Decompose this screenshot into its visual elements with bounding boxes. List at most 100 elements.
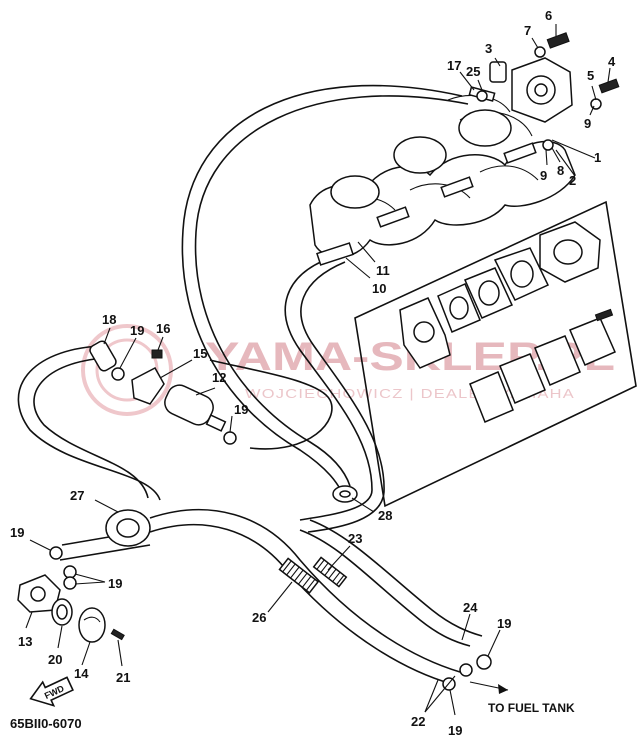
fwd-arrow-icon: FWD — [29, 676, 74, 707]
fuel-hose-loops — [17, 84, 469, 533]
hose-filter-return — [209, 359, 333, 450]
fuel-line-left-a — [59, 544, 151, 561]
kit-gasket-g — [499, 353, 546, 404]
callout-27[interactable]: 27 — [70, 488, 84, 503]
cock-clip-19-b — [63, 565, 77, 579]
pump-washer-5 — [590, 98, 602, 110]
callout-7[interactable]: 7 — [524, 23, 531, 38]
line-clip-19-upper — [476, 654, 492, 670]
pump-screw-4 — [598, 78, 620, 94]
kit-screw — [594, 308, 614, 322]
carburetor-chamber-rear — [458, 109, 512, 147]
callout-20[interactable]: 20 — [48, 652, 62, 667]
pump-bolt-6 — [546, 32, 570, 49]
callout-13[interactable]: 13 — [18, 634, 32, 649]
protector-sleeves — [278, 556, 348, 594]
callout-9-a[interactable]: 9 — [540, 168, 547, 183]
callout-6[interactable]: 6 — [545, 8, 552, 23]
callout-17[interactable]: 17 — [447, 58, 461, 73]
carburetor-assembly — [309, 95, 576, 266]
callout-14[interactable]: 14 — [74, 666, 89, 681]
callout-21[interactable]: 21 — [116, 670, 130, 685]
to-fuel-tank-arrow-icon — [469, 681, 509, 694]
fuel-line-b — [149, 524, 453, 685]
callout-19-a[interactable]: 19 — [130, 323, 144, 338]
grommets — [105, 485, 358, 547]
pump-clip-25 — [476, 90, 488, 102]
filter-holder-15 — [131, 366, 165, 405]
callout-19-b[interactable]: 19 — [234, 402, 248, 417]
hose-loop-upper-inner — [194, 95, 469, 487]
callout-5[interactable]: 5 — [587, 68, 594, 83]
callout-26[interactable]: 26 — [252, 610, 266, 625]
leader-lines — [25, 24, 611, 716]
cock-clip-19-c — [63, 576, 77, 590]
callout-23[interactable]: 23 — [348, 531, 362, 546]
hose-clip-19-right — [223, 431, 237, 445]
fuel-cock-group — [17, 546, 125, 643]
pump-clip-9 — [542, 139, 554, 151]
gasket-kit-panel — [354, 200, 637, 508]
holder-screw-16 — [151, 349, 163, 359]
callout-8[interactable]: 8 — [557, 163, 564, 178]
carburetor-chamber-mid — [393, 136, 447, 174]
kit-gasket-h — [469, 371, 514, 423]
callout-16[interactable]: 16 — [156, 321, 170, 336]
callout-numbers: 1 2 3 4 5 6 7 8 9 9 10 11 12 13 14 15 16… — [10, 8, 616, 738]
filter-hose-18 — [89, 340, 117, 372]
cock-knob-14 — [78, 607, 106, 643]
destination-label: TO FUEL TANK — [488, 701, 575, 715]
callout-15[interactable]: 15 — [193, 346, 207, 361]
hose-loop-upper-outer — [181, 84, 463, 493]
carb-fitting-2 — [440, 176, 474, 198]
pump-washer-7 — [534, 46, 546, 58]
callout-11[interactable]: 11 — [376, 263, 390, 278]
carb-fitting-1 — [503, 142, 537, 164]
callout-3[interactable]: 3 — [485, 41, 492, 56]
callout-9-b[interactable]: 9 — [584, 116, 591, 131]
fuel-pump — [468, 32, 620, 151]
fuel-line-d — [309, 519, 483, 637]
cock-clip-19-a — [49, 546, 63, 560]
hose-left-loop-outer — [17, 345, 161, 501]
callout-19-d[interactable]: 19 — [108, 576, 122, 591]
fuel-line-c — [299, 529, 471, 647]
callout-24[interactable]: 24 — [463, 600, 478, 615]
callout-18[interactable]: 18 — [102, 312, 116, 327]
callout-25[interactable]: 25 — [466, 64, 480, 79]
hose-loop-mid-inner — [300, 261, 385, 533]
callout-2[interactable]: 2 — [569, 173, 576, 188]
hose-left-loop-inner — [33, 357, 149, 499]
fuel-line-a — [149, 508, 461, 673]
callout-28[interactable]: 28 — [378, 508, 392, 523]
carb-fitting-3 — [376, 206, 410, 228]
callout-4[interactable]: 4 — [608, 54, 616, 69]
carburetor-chamber-front — [330, 175, 380, 209]
protector-sleeve-23 — [312, 556, 348, 588]
callout-19-e[interactable]: 19 — [497, 616, 511, 631]
gasket-kit-frame — [354, 200, 637, 508]
callout-1[interactable]: 1 — [594, 150, 601, 165]
kit-gasket-f — [534, 335, 581, 386]
diagram-code: 65BII0-6070 — [10, 716, 82, 731]
line-clip-19-lower-b — [459, 663, 473, 677]
hose-loop-mid-outer — [284, 257, 373, 521]
fuel-filter-group — [89, 340, 237, 445]
kit-gasket-e — [569, 317, 616, 366]
pump-nipple-3 — [489, 61, 507, 83]
callout-19-c[interactable]: 19 — [10, 525, 24, 540]
watermark-logo-inner-ring — [95, 338, 159, 402]
carburetor-body — [309, 140, 576, 258]
callout-22[interactable]: 22 — [411, 714, 425, 729]
knob-screw-21 — [110, 628, 125, 641]
hose-clip-19-left — [111, 367, 125, 381]
callout-19-f[interactable]: 19 — [448, 723, 462, 738]
carb-fitting-4 — [316, 242, 354, 266]
fuel-filter-outlet — [205, 414, 227, 432]
protector-sleeve-26 — [278, 557, 320, 594]
callout-10[interactable]: 10 — [372, 281, 386, 296]
callout-12[interactable]: 12 — [212, 370, 226, 385]
watermark-logo-ring — [81, 324, 173, 416]
